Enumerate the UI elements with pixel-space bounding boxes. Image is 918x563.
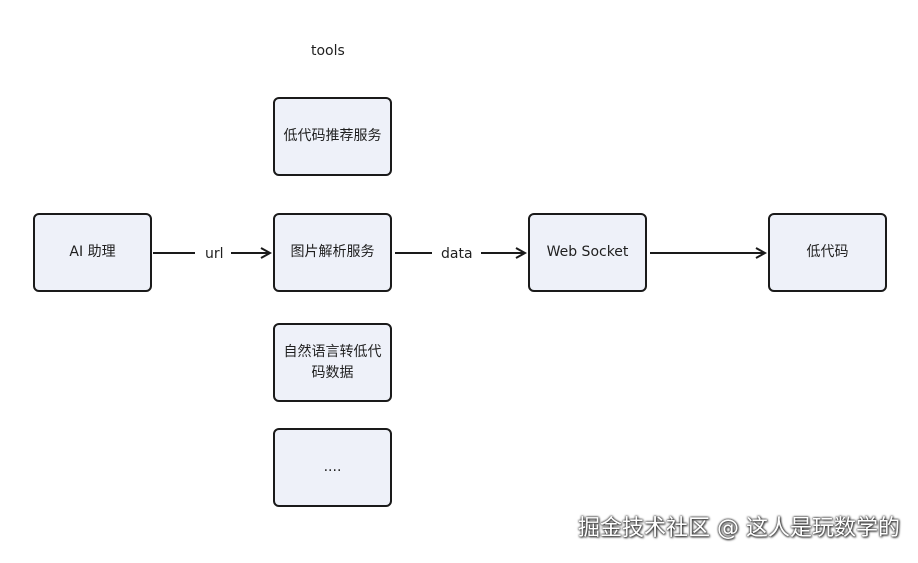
- node-ai-assistant: AI 助理: [33, 213, 152, 292]
- node-lowcode: 低代码: [768, 213, 887, 292]
- node-websocket: Web Socket: [528, 213, 647, 292]
- watermark-text: 掘金技术社区 @ 这人是玩数学的: [578, 516, 900, 541]
- tools-group-label: tools: [311, 43, 345, 59]
- node-nl-to-lowcode-data: 自然语言转低代码数据: [273, 323, 392, 402]
- node-image-parse-service: 图片解析服务: [273, 213, 392, 292]
- edge-label-url: url: [205, 246, 224, 262]
- node-more-tools: ....: [273, 428, 392, 507]
- edge-label-data: data: [441, 246, 473, 262]
- node-lowcode-recommend-service: 低代码推荐服务: [273, 97, 392, 176]
